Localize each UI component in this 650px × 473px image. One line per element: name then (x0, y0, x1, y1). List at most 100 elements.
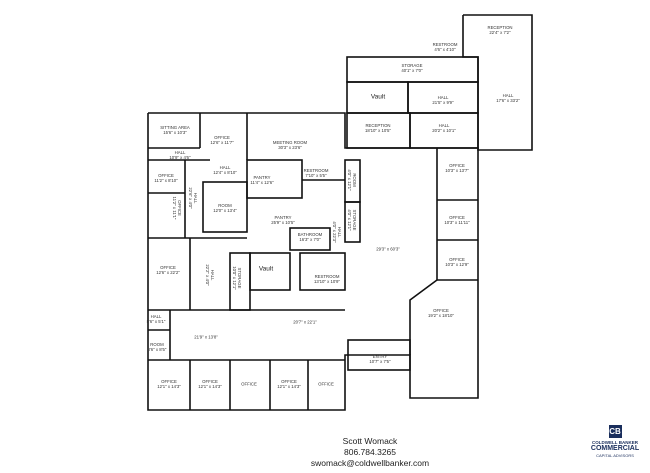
room-name: HALL (438, 122, 450, 128)
room-dimensions: 22'2" x 4'0" (205, 264, 210, 286)
room-name: OFFICE (449, 256, 465, 262)
room-dimensions: 15'6" x 10'3" (163, 130, 187, 135)
room-dimensions: 10'9" x 4'6" (169, 155, 191, 160)
room-name: HALL (219, 164, 231, 170)
room-name: RECEPTION (487, 24, 513, 30)
room-name: HALL (193, 192, 199, 204)
room-dimensions: 20'2" x 10'1" (432, 128, 456, 133)
room-name: OFFICE (241, 381, 257, 387)
room-dimensions: 19'2" x 18'10" (428, 313, 454, 318)
room-label: OFFICE (318, 381, 334, 386)
room-name: Vault (258, 265, 274, 273)
room-dimensions: 17'6" x 33'2" (496, 98, 520, 103)
room-label: Vault (258, 265, 274, 273)
room-dimensions: 18'10" x 10'5" (365, 128, 391, 133)
room-dimensions: 12'1" x 14'3" (198, 384, 222, 389)
contact-email[interactable]: swomack@coldwellbanker.com (310, 458, 430, 468)
room-dimensions: 12'4" x 8'10" (213, 170, 237, 175)
contact-name: Scott Womack (342, 436, 398, 446)
room-name: SITTING AREA (160, 124, 190, 130)
room-label: Vault (370, 93, 386, 101)
room-dimensions: 4'0" x 22'3" (332, 221, 337, 243)
room-name: HALL (174, 149, 186, 155)
room-label: 21'9" x 13'8" (194, 334, 218, 339)
room-name: ROOM (218, 202, 232, 208)
room-dimensions: 12'1" x 14'3" (157, 384, 181, 389)
room-name: PANTRY (274, 214, 292, 220)
room-dimensions: 40'1" x 7'0" (401, 68, 423, 73)
room-dimensions: 12'0" x 13'4" (213, 208, 237, 213)
room-dimensions: 12'6" x 11'7" (210, 140, 234, 145)
room-dimensions: 13'10" x 10'9" (314, 279, 340, 284)
room-name: RESTROOM (314, 273, 340, 279)
contact-phone: 806.784.3265 (344, 447, 396, 457)
room-name: OFFICE (449, 214, 465, 220)
room-name: OFFICE (449, 162, 465, 168)
room-dimensions: 10'3" x 11'11" (444, 220, 470, 225)
room-name: OFFICE (433, 307, 449, 313)
logo-line2: COMMERCIAL (590, 445, 640, 452)
room-name: HALL (337, 226, 343, 238)
room-name: OFFICE (161, 378, 177, 384)
room-name: ROOM (150, 341, 164, 347)
room-label: 29'3" x 60'3" (376, 246, 400, 251)
room-name: STORAGE (237, 267, 243, 289)
room-name: Vault (370, 93, 386, 101)
room-dimensions: 11'2" x 11'1" (172, 196, 177, 220)
room-name: HALL (150, 313, 162, 319)
room-name: HALL (502, 92, 514, 98)
room-name: HALL (210, 269, 216, 281)
room-name: ROOM (352, 173, 358, 187)
room-name: OFFICE (158, 172, 174, 178)
contact-block: Scott Womack 806.784.3265 swomack@coldwe… (290, 436, 450, 469)
room-name: OFFICE (281, 378, 297, 384)
room-dimensions: 10'0" x 12'1" (232, 266, 237, 290)
room-label: OFFICE (241, 381, 257, 386)
room-name: MEETING ROOM (272, 139, 308, 145)
room-dimensions: 16'3" x 7'0" (299, 237, 321, 242)
room-dimensions: 25'9" x 10'5" (271, 220, 295, 225)
room-name: OFFICE (214, 134, 230, 140)
room-name: STORAGE (352, 209, 358, 231)
room-dimensions: 22'4" x 7'2" (489, 30, 511, 35)
room-name: PANTRY (253, 174, 271, 180)
room-dimensions: 8'6" x 5'1" (146, 319, 166, 324)
room-dimensions: 12'1" x 14'3" (277, 384, 301, 389)
room-dimensions: 7'10" x 5'5" (305, 173, 327, 178)
room-dimensions: 4'0" x 12'1" (347, 169, 352, 191)
room-dimensions: 21'5" x 9'9" (432, 100, 454, 105)
room-dimensions: 30'3" x 23'6" (278, 145, 302, 150)
room-name: RESTROOM (303, 167, 329, 173)
coldwell-banker-logo: CB COLDWELL BANKER COMMERCIAL CAPITAL AD… (580, 425, 650, 458)
